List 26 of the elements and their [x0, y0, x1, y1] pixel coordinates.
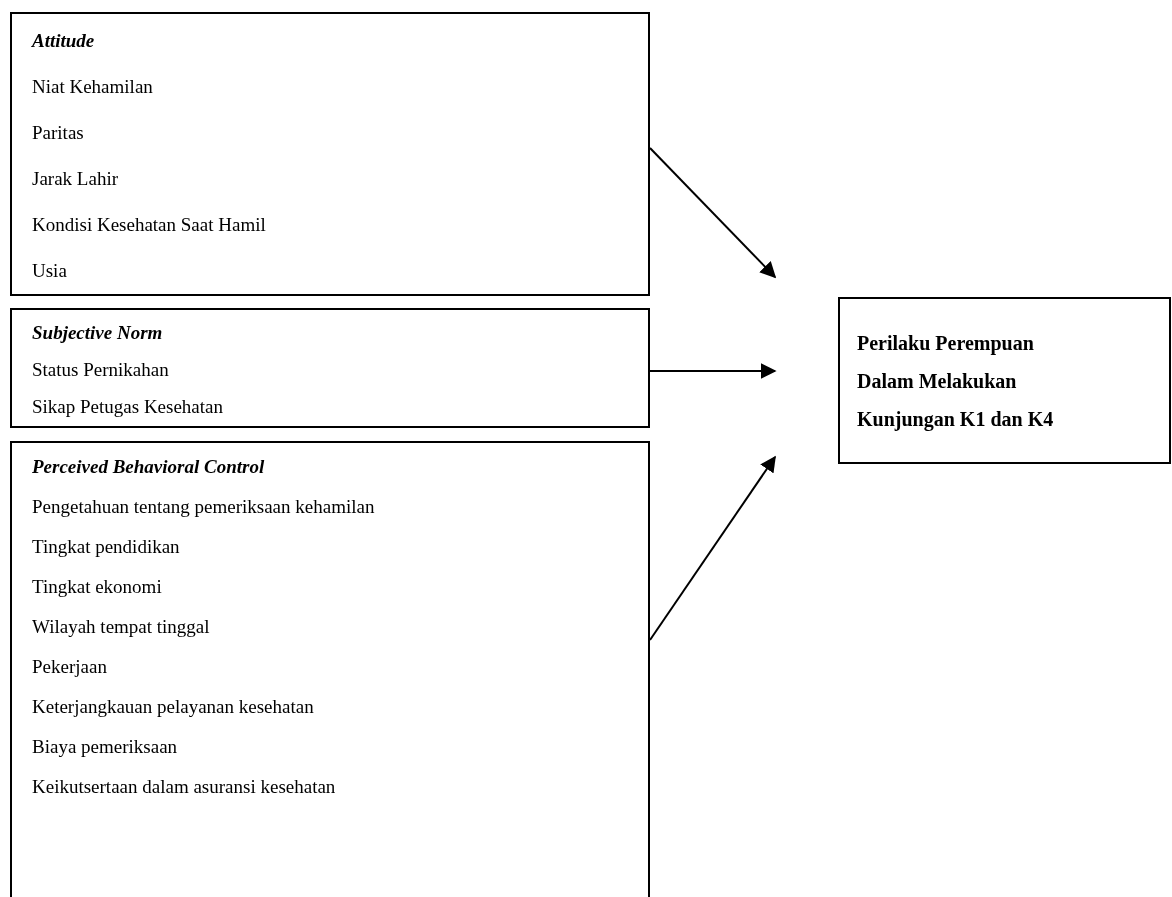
factor-item: Usia: [32, 260, 67, 282]
factor-item: Pengetahuan tentang pemeriksaan kehamilan: [32, 496, 375, 518]
factor-item: Paritas: [32, 122, 84, 144]
factor-item: Jarak Lahir: [32, 168, 118, 190]
factor-item: Keterjangkauan pelayanan kesehatan: [32, 696, 314, 718]
factor-item: Niat Kehamilan: [32, 76, 153, 98]
category-heading: Attitude: [32, 30, 95, 52]
factor-item: Biaya pemeriksaan: [32, 736, 178, 758]
factor-item: Tingkat pendidikan: [32, 536, 180, 558]
arrow: [649, 147, 777, 279]
factor-item: Pekerjaan: [32, 656, 107, 678]
factor-box: [10, 441, 650, 897]
category-heading: Perceived Behavioral Control: [32, 456, 265, 478]
outcome-text: Perilaku Perempuan Dalam Melakukan Kunjungan K1 dan K4: [857, 330, 1055, 433]
factor-item: Status Pernikahan: [32, 359, 169, 381]
arrow: [649, 455, 776, 641]
outcome-box: [838, 297, 1171, 464]
factor-box: [10, 12, 650, 296]
factor-item: Wilayah tempat tinggal: [32, 616, 210, 638]
category-heading: Subjective Norm: [32, 322, 163, 344]
factor-item: Sikap Petugas Kesehatan: [32, 396, 223, 418]
factor-item: Kondisi Kesehatan Saat Hamil: [32, 214, 266, 236]
factor-box: [10, 308, 650, 428]
factor-item: Keikutsertaan dalam asuransi kesehatan: [32, 776, 336, 798]
arrow: [649, 363, 777, 379]
factor-item: Tingkat ekonomi: [32, 576, 162, 598]
